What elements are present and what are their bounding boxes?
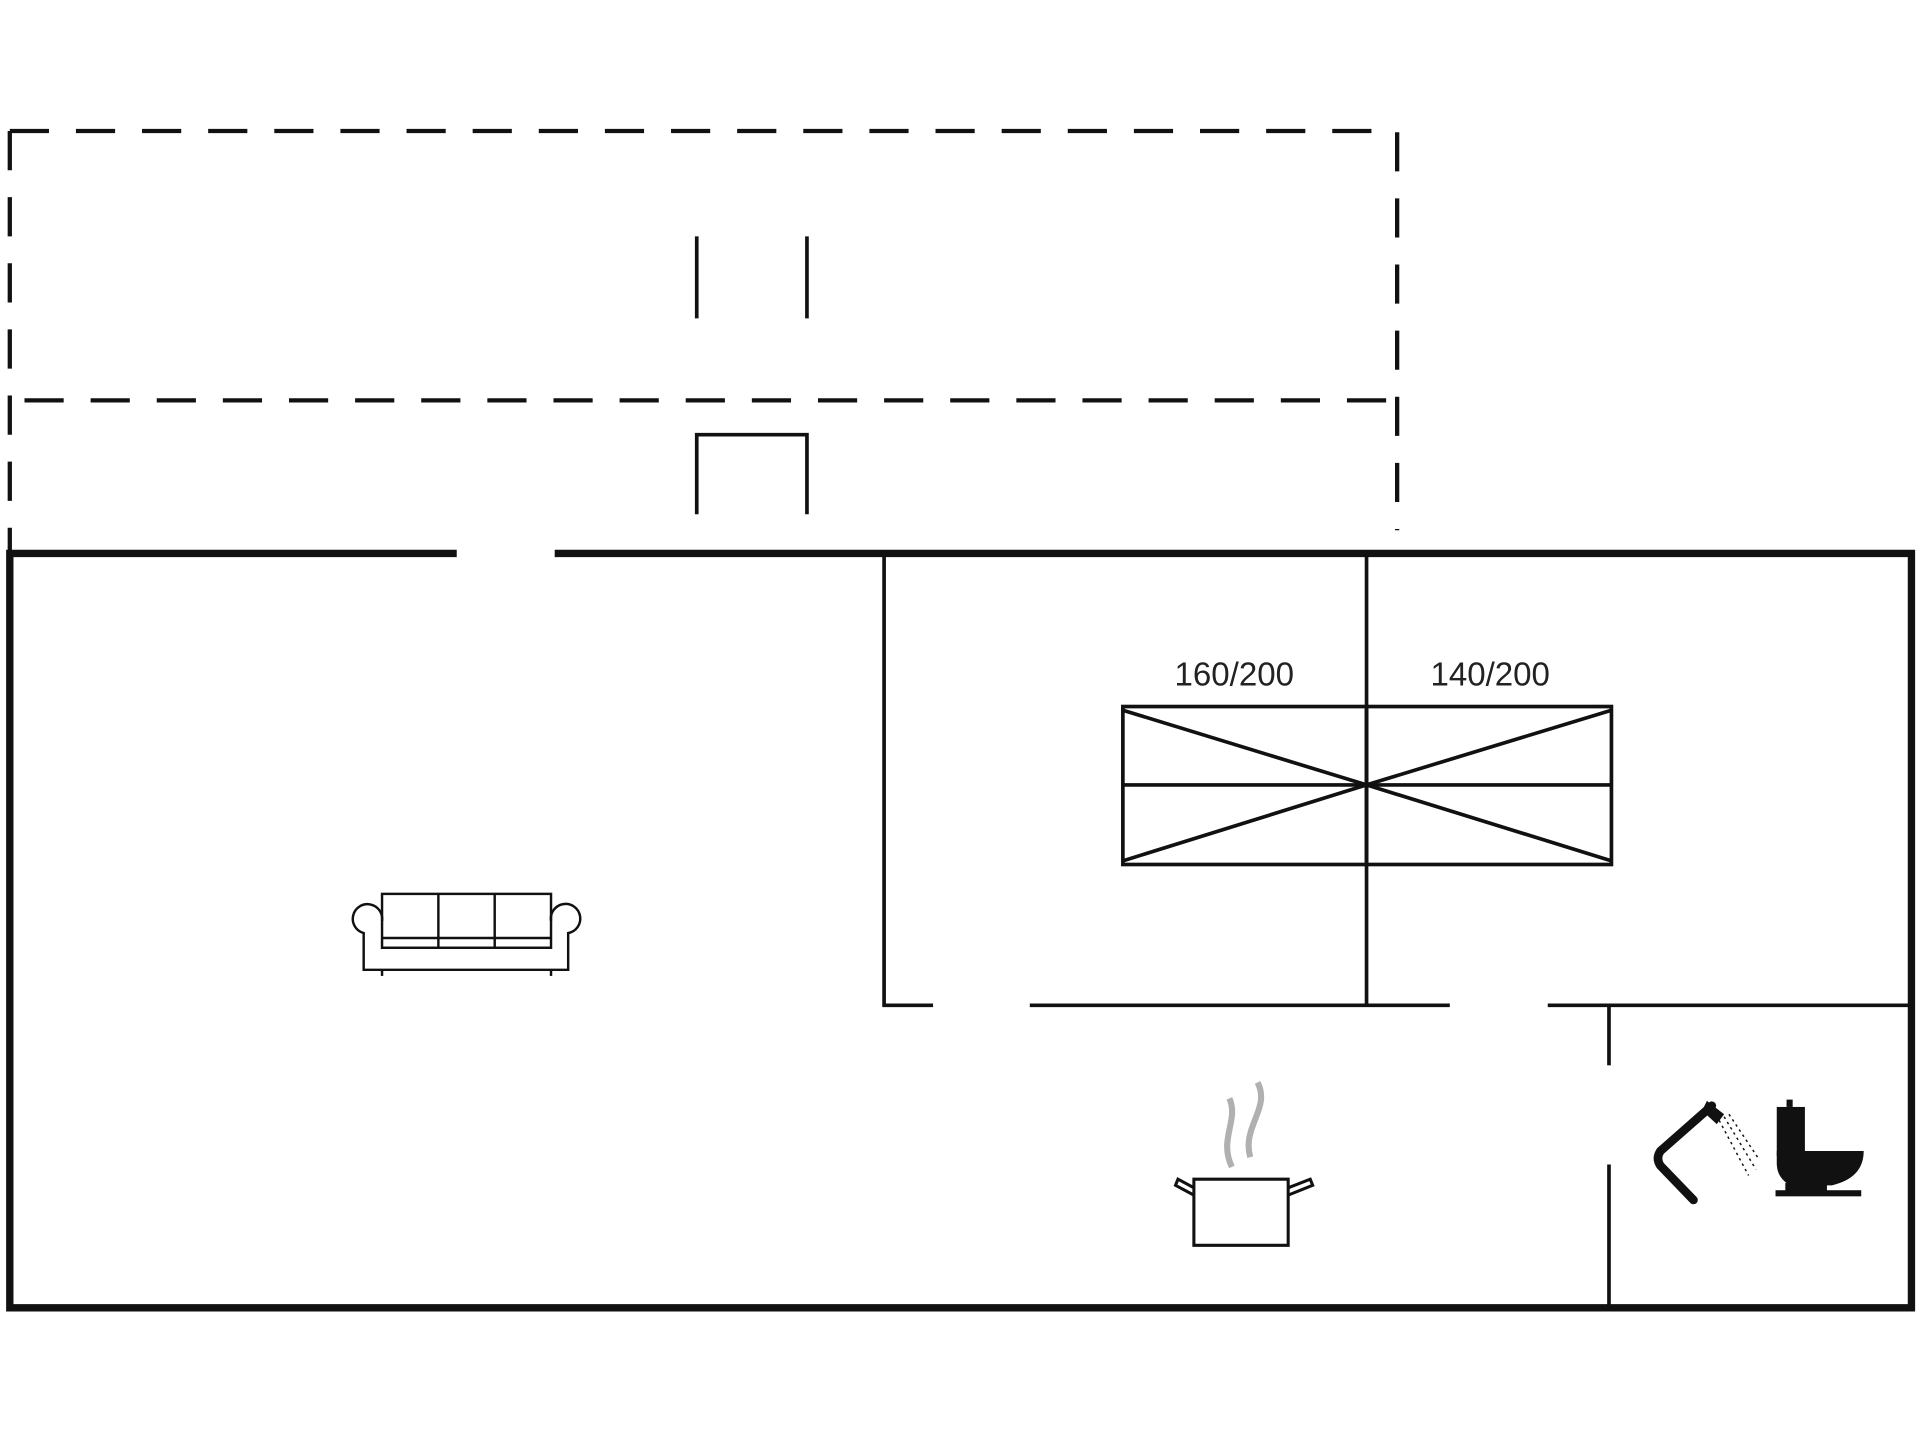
inner-walls	[882, 553, 1912, 1308]
outer-walls	[6, 549, 1916, 1312]
bed-double-140: 140/200	[1364, 657, 1614, 867]
sofa-icon	[351, 892, 582, 976]
chimney	[694, 236, 809, 515]
shower-icon	[1653, 1100, 1759, 1205]
bed-size-label: 140/200	[1430, 657, 1549, 694]
toilet-icon	[1775, 1099, 1864, 1197]
dashed-outline	[7, 128, 1400, 554]
cooking-pot-icon	[1173, 1081, 1315, 1247]
bed-double-160: 160/200	[1121, 657, 1369, 867]
bed-size-label: 160/200	[1175, 657, 1294, 694]
